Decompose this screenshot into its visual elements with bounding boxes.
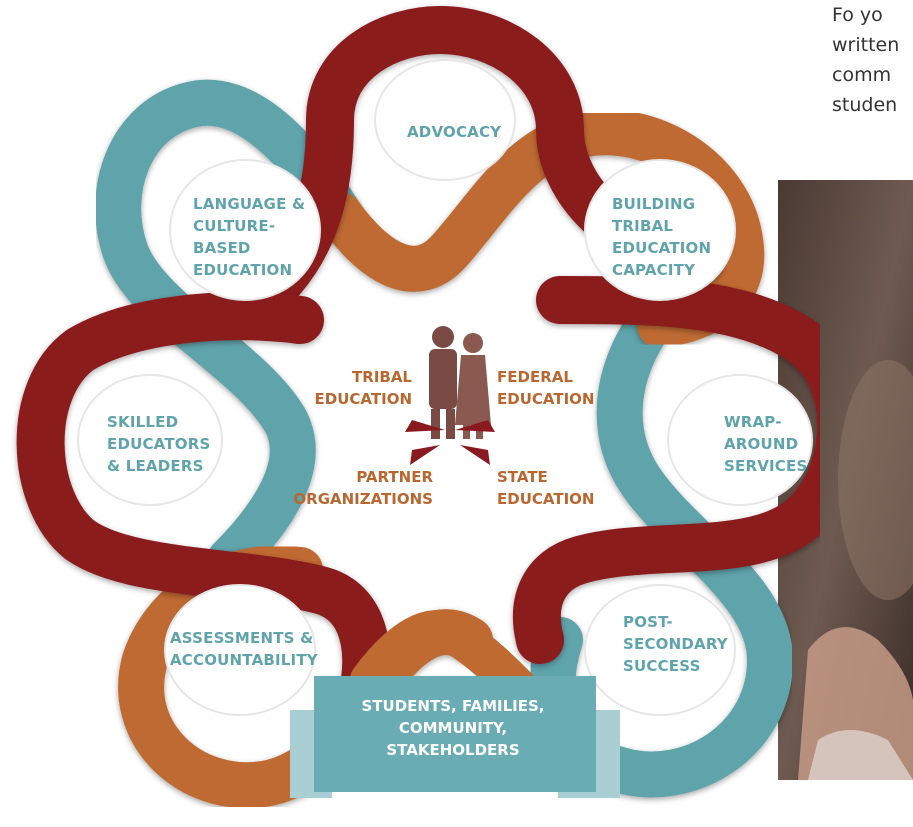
label-line: TRIBAL [612, 217, 674, 235]
center-line: PARTNER [356, 468, 433, 486]
label-line: SKILLED [107, 413, 179, 431]
maroon-loop-top [236, 5, 724, 324]
node-language [169, 159, 321, 301]
side-line: comm [832, 64, 892, 86]
label-line: ADVOCACY [407, 123, 502, 141]
label-building: BUILDING TRIBAL EDUCATION CAPACITY [612, 193, 711, 281]
label-line: ASSESSMENTS & [170, 629, 314, 647]
background-photo [778, 180, 913, 780]
label-line: EDUCATORS [107, 435, 211, 453]
label-wrap: WRAP- AROUND SERVICES [724, 411, 807, 477]
side-line: Fo yo [832, 4, 883, 26]
label-line: LANGUAGE & [193, 195, 306, 213]
label-language: LANGUAGE & CULTURE- BASED EDUCATION [193, 193, 305, 281]
center-state: STATE EDUCATION [497, 466, 594, 510]
label-line: SUCCESS [623, 657, 701, 675]
label-line: SECONDARY [623, 635, 728, 653]
center-tribal: TRIBAL EDUCATION [312, 366, 412, 410]
label-line: WRAP- [724, 413, 782, 431]
label-line: POST- [623, 613, 673, 631]
side-line: written [832, 34, 900, 56]
node-skilled [77, 374, 223, 506]
label-line: EDUCATION [193, 261, 293, 279]
label-line: BASED [193, 239, 251, 257]
orange-arch-bottom [350, 610, 540, 710]
banner-line: STUDENTS, FAMILIES, [361, 697, 545, 715]
label-line: CULTURE- [193, 217, 276, 235]
node-building [584, 159, 736, 301]
center-line: FEDERAL [497, 368, 573, 386]
center-line: EDUCATION [314, 390, 412, 408]
knot-diagram [16, 5, 820, 809]
family-figures-icon [429, 326, 491, 439]
side-paragraph: Fo yo written comm studen [832, 0, 913, 120]
label-line: & LEADERS [107, 457, 204, 475]
node-assessments [164, 584, 316, 716]
outward-arrows-icon [405, 420, 495, 465]
side-line: studen [832, 94, 898, 116]
center-partner: PARTNER ORGANIZATIONS [291, 466, 433, 510]
label-advocacy: ADVOCACY [407, 121, 501, 143]
banner-text: STUDENTS, FAMILIES, COMMUNITY, STAKEHOLD… [318, 695, 588, 761]
center-line: STATE [497, 468, 548, 486]
center-federal: FEDERAL EDUCATION [497, 366, 594, 410]
label-skilled: SKILLED EDUCATORS & LEADERS [107, 411, 210, 477]
label-line: EDUCATION [612, 239, 712, 257]
label-line: BUILDING [612, 195, 696, 213]
maroon-loop-left [16, 292, 391, 704]
center-line: TRIBAL [352, 368, 412, 386]
banner-line: STAKEHOLDERS [386, 741, 520, 759]
label-line: CAPACITY [612, 261, 696, 279]
center-line: ORGANIZATIONS [293, 490, 433, 508]
label-line: AROUND [724, 435, 799, 453]
maroon-loop-right [513, 276, 820, 664]
center-line: EDUCATION [497, 490, 595, 508]
label-post-secondary: POST- SECONDARY SUCCESS [623, 611, 728, 677]
teal-loop-left [95, 79, 363, 583]
label-line: ACCOUNTABILITY [170, 651, 318, 669]
banner [290, 676, 620, 798]
node-post [584, 584, 736, 716]
center-line: EDUCATION [497, 390, 595, 408]
banner-line: COMMUNITY, [398, 719, 508, 737]
node-advocacy [374, 59, 516, 181]
node-wrap [667, 374, 813, 506]
label-line: SERVICES [724, 457, 808, 475]
label-assessments: ASSESSMENTS & ACCOUNTABILITY [170, 627, 318, 671]
